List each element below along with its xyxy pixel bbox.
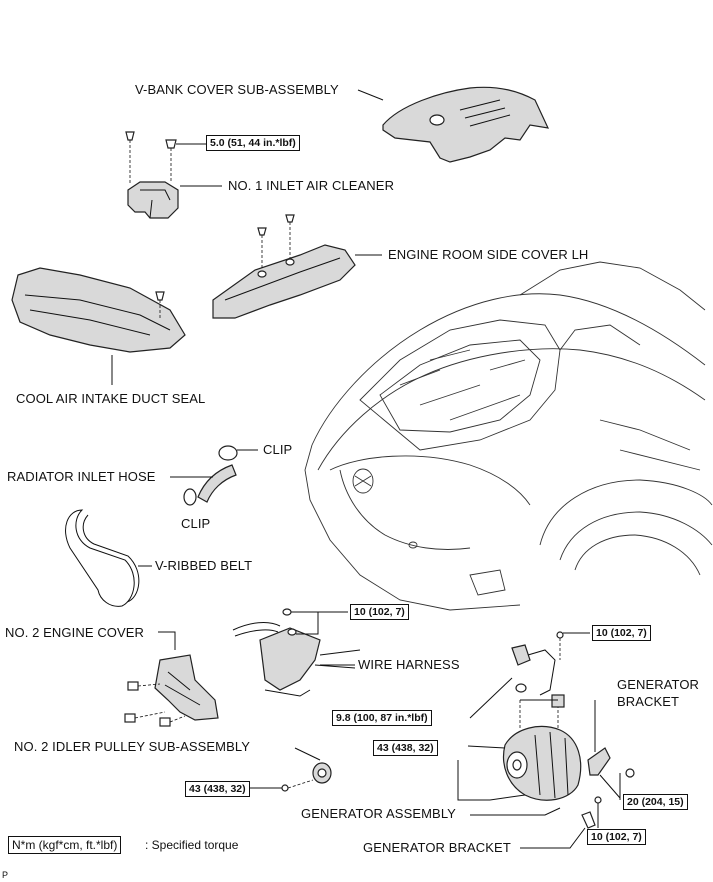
engine-cover-2-part (124, 631, 219, 727)
torque-generator-bracket: 20 (204, 15) (623, 794, 688, 810)
vbank-cover-part (357, 86, 550, 163)
label-cool-air-intake-duct-seal: COOL AIR INTAKE DUCT SEAL (16, 391, 206, 406)
label-radiator-inlet-hose: RADIATOR INLET HOSE (7, 469, 156, 484)
corner-mark: P (2, 870, 9, 880)
label-generator-assembly: GENERATOR ASSEMBLY (301, 806, 456, 821)
wire-harness-part (232, 608, 361, 697)
torque-generator-terminal: 9.8 (100, 87 in.*lbf) (332, 710, 432, 726)
label-no2-engine-cover: NO. 2 ENGINE COVER (5, 625, 145, 640)
label-inlet-air-cleaner: NO. 1 INLET AIR CLEANER (228, 178, 395, 193)
v-ribbed-belt-part (65, 509, 152, 607)
label-clip-top: CLIP (263, 442, 293, 457)
torque-idler-pulley: 43 (438, 32) (185, 781, 250, 797)
generator-assembly-part (457, 631, 590, 801)
torque-generator-bracket-bottom: 10 (102, 7) (587, 829, 646, 845)
idler-pulley-part (250, 747, 332, 792)
label-vbank-cover: V-BANK COVER SUB-ASSEMBLY (135, 82, 339, 97)
torque-inlet-air-cleaner: 5.0 (51, 44 in.*lbf) (206, 135, 300, 151)
label-v-ribbed-belt: V-RIBBED BELT (155, 558, 253, 573)
torque-generator-bolt: 43 (438, 32) (373, 740, 438, 756)
cool-air-intake-duct-seal-part (11, 267, 186, 385)
legend-unit-box: N*m (kgf*cm, ft.*lbf) (8, 836, 122, 854)
label-engine-room-side-cover: ENGINE ROOM SIDE COVER LH (388, 247, 589, 262)
label-no2-idler-pulley: NO. 2 IDLER PULLEY SUB-ASSEMBLY (14, 739, 250, 754)
label-generator-bracket-top-line2: BRACKET (617, 694, 680, 709)
car-front-illustration (304, 261, 713, 611)
radiator-hose-part (170, 445, 258, 506)
torque-wire-harness-top: 10 (102, 7) (350, 604, 409, 620)
label-clip-bottom: CLIP (181, 516, 211, 531)
inlet-air-cleaner-part (125, 131, 222, 219)
label-wire-harness: WIRE HARNESS (358, 657, 460, 672)
label-generator-bracket-top-line1: GENERATOR (617, 677, 700, 692)
engine-room-side-cover-part (212, 214, 382, 319)
torque-generator-top: 10 (102, 7) (592, 625, 651, 641)
label-generator-bracket-bottom: GENERATOR BRACKET (363, 840, 511, 855)
legend-description: : Specified torque (145, 838, 239, 852)
generator-bracket-part (470, 700, 635, 849)
